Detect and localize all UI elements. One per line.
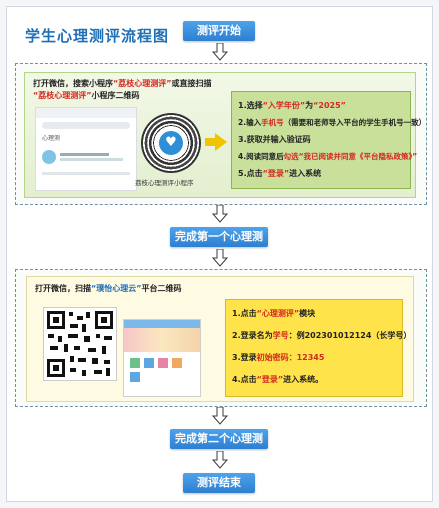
section-1: 打开微信，搜索小程序“荔枝心理测评”或直接扫描 “荔枝心理测评”小程序二维码 心… <box>15 63 427 205</box>
step-4: 4.阅读同意后勾选“我已阅读并同意《平台隐私政策》” <box>238 151 417 162</box>
section-1-intro: 打开微信，搜索小程序“荔枝心理测评”或直接扫描 “荔枝心理测评”小程序二维码 <box>33 78 223 102</box>
down-arrow-4 <box>211 406 229 429</box>
section-2-panel: 打开微信，扫描“璞怡心理云”平台二维码 <box>26 276 414 402</box>
phone-label: 心理测 <box>42 135 61 142</box>
qr-caption: 荔枝心理测评小程序 <box>135 179 194 187</box>
step-text: 1.选择 <box>238 101 263 110</box>
section-1-steps: 1.选择“入学年份”为“2025” 2.输入手机号（需要和老师导入平台的学生手机… <box>231 91 426 189</box>
step-text: 为 <box>305 101 314 110</box>
intro-text: 小程序二维码 <box>91 91 140 100</box>
down-arrow-icon <box>211 204 229 223</box>
down-arrow-5 <box>211 450 229 473</box>
step-highlight: 初始密码 <box>256 353 289 362</box>
step-text: 进入系统。 <box>283 375 324 384</box>
intro-text: 打开微信，扫描 <box>35 284 91 293</box>
section-2: 打开微信，扫描“璞怡心理云”平台二维码 <box>15 269 427 407</box>
intro-highlight: “荔枝心理测评” <box>113 79 172 88</box>
down-arrow-icon <box>211 406 229 425</box>
step-2: 2.登录名为学号：例202301012124（长学号） <box>232 330 411 341</box>
step-highlight: ：12345 <box>288 353 325 362</box>
step-highlight: “我已阅读并同意《平台隐私政策》” <box>298 152 418 161</box>
right-arrow-stem <box>205 138 215 146</box>
search-bar <box>42 122 130 129</box>
step-text: 进入系统 <box>289 169 322 178</box>
step-text: ：例202301012124（长学号） <box>288 331 412 340</box>
step-text: （需要和老师导入平台的学生手机号一致） <box>283 118 427 127</box>
intro-highlight: “璞怡心理云” <box>91 284 142 293</box>
step-4: 4.点击“登录”进入系统。 <box>232 374 323 385</box>
intro-text: 或直接扫描 <box>171 79 212 88</box>
app-module-grid <box>124 352 200 370</box>
module-icon <box>144 358 154 368</box>
step-3: 3.获取并输入验证码 <box>238 135 311 144</box>
app-screenshot <box>123 319 201 397</box>
step-text: 模块 <box>299 309 316 318</box>
step-text: 5.点击 <box>238 169 263 178</box>
step-3: 3.登录初始密码：12345 <box>232 352 324 363</box>
end-step: 测评结束 <box>183 473 255 493</box>
down-arrow-3 <box>211 248 229 271</box>
result-line <box>42 172 130 175</box>
intro-highlight: “荔枝心理测评” <box>33 91 92 100</box>
result-line <box>60 153 109 156</box>
step-5: 5.点击“登录”进入系统 <box>238 168 321 179</box>
step-text: 2.输入 <box>238 118 262 127</box>
phone-result-row <box>42 147 130 167</box>
down-arrow-1 <box>211 42 229 65</box>
step-highlight: 学号 <box>272 331 289 340</box>
step-highlight: 勾选 <box>283 152 299 161</box>
step-text: 1.点击 <box>232 309 257 318</box>
step-highlight: 手机号 <box>261 118 284 127</box>
step-1: 1.点击“心理测评”模块 <box>232 308 315 319</box>
module-icon <box>130 358 140 368</box>
app-avatar <box>42 150 56 164</box>
step-text: 4.点击 <box>232 375 257 384</box>
result-lines <box>60 153 130 161</box>
heart-logo-icon: ♥ <box>159 131 183 155</box>
down-arrow-icon <box>211 248 229 267</box>
section-2-steps: 1.点击“心理测评”模块 2.登录名为学号：例202301012124（长学号）… <box>225 299 411 397</box>
app-module-grid <box>124 370 200 384</box>
intro-text: 打开微信，搜索小程序 <box>33 79 113 88</box>
result-line <box>60 158 123 161</box>
mini-program-code: ♥ <box>141 113 201 173</box>
section-2-intro: 打开微信，扫描“璞怡心理云”平台二维码 <box>35 283 182 295</box>
second-test-done-step: 完成第二个心理测评 <box>170 429 268 465</box>
step-text: 3.登录 <box>232 353 257 362</box>
qr-pattern <box>47 311 113 377</box>
end-step-label: 测评结束 <box>197 476 241 489</box>
step-highlight: “登录” <box>256 375 284 384</box>
start-step-label: 测评开始 <box>197 24 241 37</box>
section-1-panel: 打开微信，搜索小程序“荔枝心理测评”或直接扫描 “荔枝心理测评”小程序二维码 心… <box>24 72 426 198</box>
app-header <box>124 320 200 328</box>
step-highlight: “登录” <box>262 169 290 178</box>
start-step: 测评开始 <box>183 21 255 41</box>
module-icon <box>130 372 140 382</box>
step-text: 2.登录名为 <box>232 331 273 340</box>
step-1: 1.选择“入学年份”为“2025” <box>238 100 346 111</box>
platform-qr-code <box>43 307 117 381</box>
step-highlight: “2025” <box>313 101 346 110</box>
down-arrow-icon <box>211 450 229 469</box>
step-highlight: “心理测评” <box>256 309 300 318</box>
app-banner <box>124 328 200 352</box>
first-test-done-step: 完成第一个心理测评 <box>170 227 268 263</box>
phone-screenshot: 心理测 <box>35 107 137 191</box>
module-icon <box>172 358 182 368</box>
down-arrow-2 <box>211 204 229 227</box>
phone-header <box>36 108 136 118</box>
step-text: 4.阅读同意后 <box>238 152 284 161</box>
step-highlight: “入学年份” <box>262 101 306 110</box>
intro-text: 平台二维码 <box>141 284 182 293</box>
step-2: 2.输入手机号（需要和老师导入平台的学生手机号一致） <box>238 117 426 128</box>
down-arrow-icon <box>211 42 229 61</box>
right-arrow-icon <box>215 133 227 151</box>
page-title: 学生心理测评流程图 <box>25 27 170 45</box>
flowchart-page: 学生心理测评流程图 测评开始 打开微信，搜索小程序“荔枝心理测评”或直接扫描 “… <box>6 6 433 502</box>
module-icon <box>158 358 168 368</box>
